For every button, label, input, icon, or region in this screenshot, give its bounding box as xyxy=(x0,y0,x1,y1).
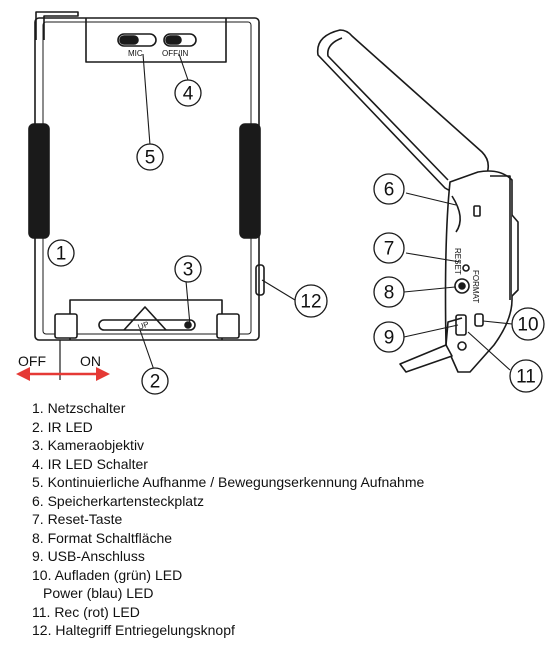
parts-legend: 1. Netzschalter 2. IR LED 3. Kameraobjek… xyxy=(32,399,424,640)
reset-label: RESET xyxy=(453,248,462,275)
callout-12: 12 xyxy=(300,292,321,313)
legend-item: 3. Kameraobjektiv xyxy=(32,437,145,453)
callout-6: 6 xyxy=(384,180,395,201)
callout-5: 5 xyxy=(145,148,156,169)
callout-1: 1 xyxy=(56,244,67,265)
legend-item: 10. Aufladen (grün) LED xyxy=(32,566,183,583)
on-label: ON xyxy=(80,353,101,369)
camera-diagram: MIC OFF/IN UP RESET FORMAT OFF ON 1 2 3 … xyxy=(16,11,545,395)
legend-item: 9. USB-Anschluss xyxy=(32,548,145,564)
legend-item: 8. Format Schaltfläche xyxy=(32,529,173,546)
legend-item: 2. IR LED xyxy=(32,418,93,435)
callout-3: 3 xyxy=(183,260,194,281)
side-view xyxy=(316,29,519,373)
legend-item: 7. Reset-Taste xyxy=(32,511,123,527)
mic-switch[interactable] xyxy=(117,33,157,47)
front-view xyxy=(28,11,265,341)
offin-label: OFF/IN xyxy=(162,49,188,58)
callout-9: 9 xyxy=(384,328,395,349)
legend-item: 5. Kontinuierliche Aufhanme / Bewegungse… xyxy=(32,474,425,490)
leader-lines xyxy=(139,53,513,371)
legend-item: 4. IR LED Schalter xyxy=(32,455,148,472)
callout-11: 11 xyxy=(516,367,536,388)
offin-switch[interactable] xyxy=(163,33,197,47)
legend-item: 6. Speicherkartensteckplatz xyxy=(32,492,204,509)
callout-7: 7 xyxy=(384,239,395,260)
format-label: FORMAT xyxy=(471,270,480,303)
legend-item: 12. Haltegriff Entriegelungsknopf xyxy=(32,622,235,638)
legend-item: 11. Rec (rot) LED xyxy=(32,603,140,620)
callout-10: 10 xyxy=(517,315,538,336)
legend-item: 1. Netzschalter xyxy=(32,400,126,416)
callout-2: 2 xyxy=(150,372,161,393)
callout-8: 8 xyxy=(384,283,395,304)
mic-label: MIC xyxy=(128,49,143,58)
up-label: UP xyxy=(137,320,151,332)
callout-4: 4 xyxy=(183,84,194,105)
off-on-arrow xyxy=(16,367,110,381)
off-label: OFF xyxy=(18,353,46,369)
legend-item: Power (blau) LED xyxy=(43,585,154,601)
